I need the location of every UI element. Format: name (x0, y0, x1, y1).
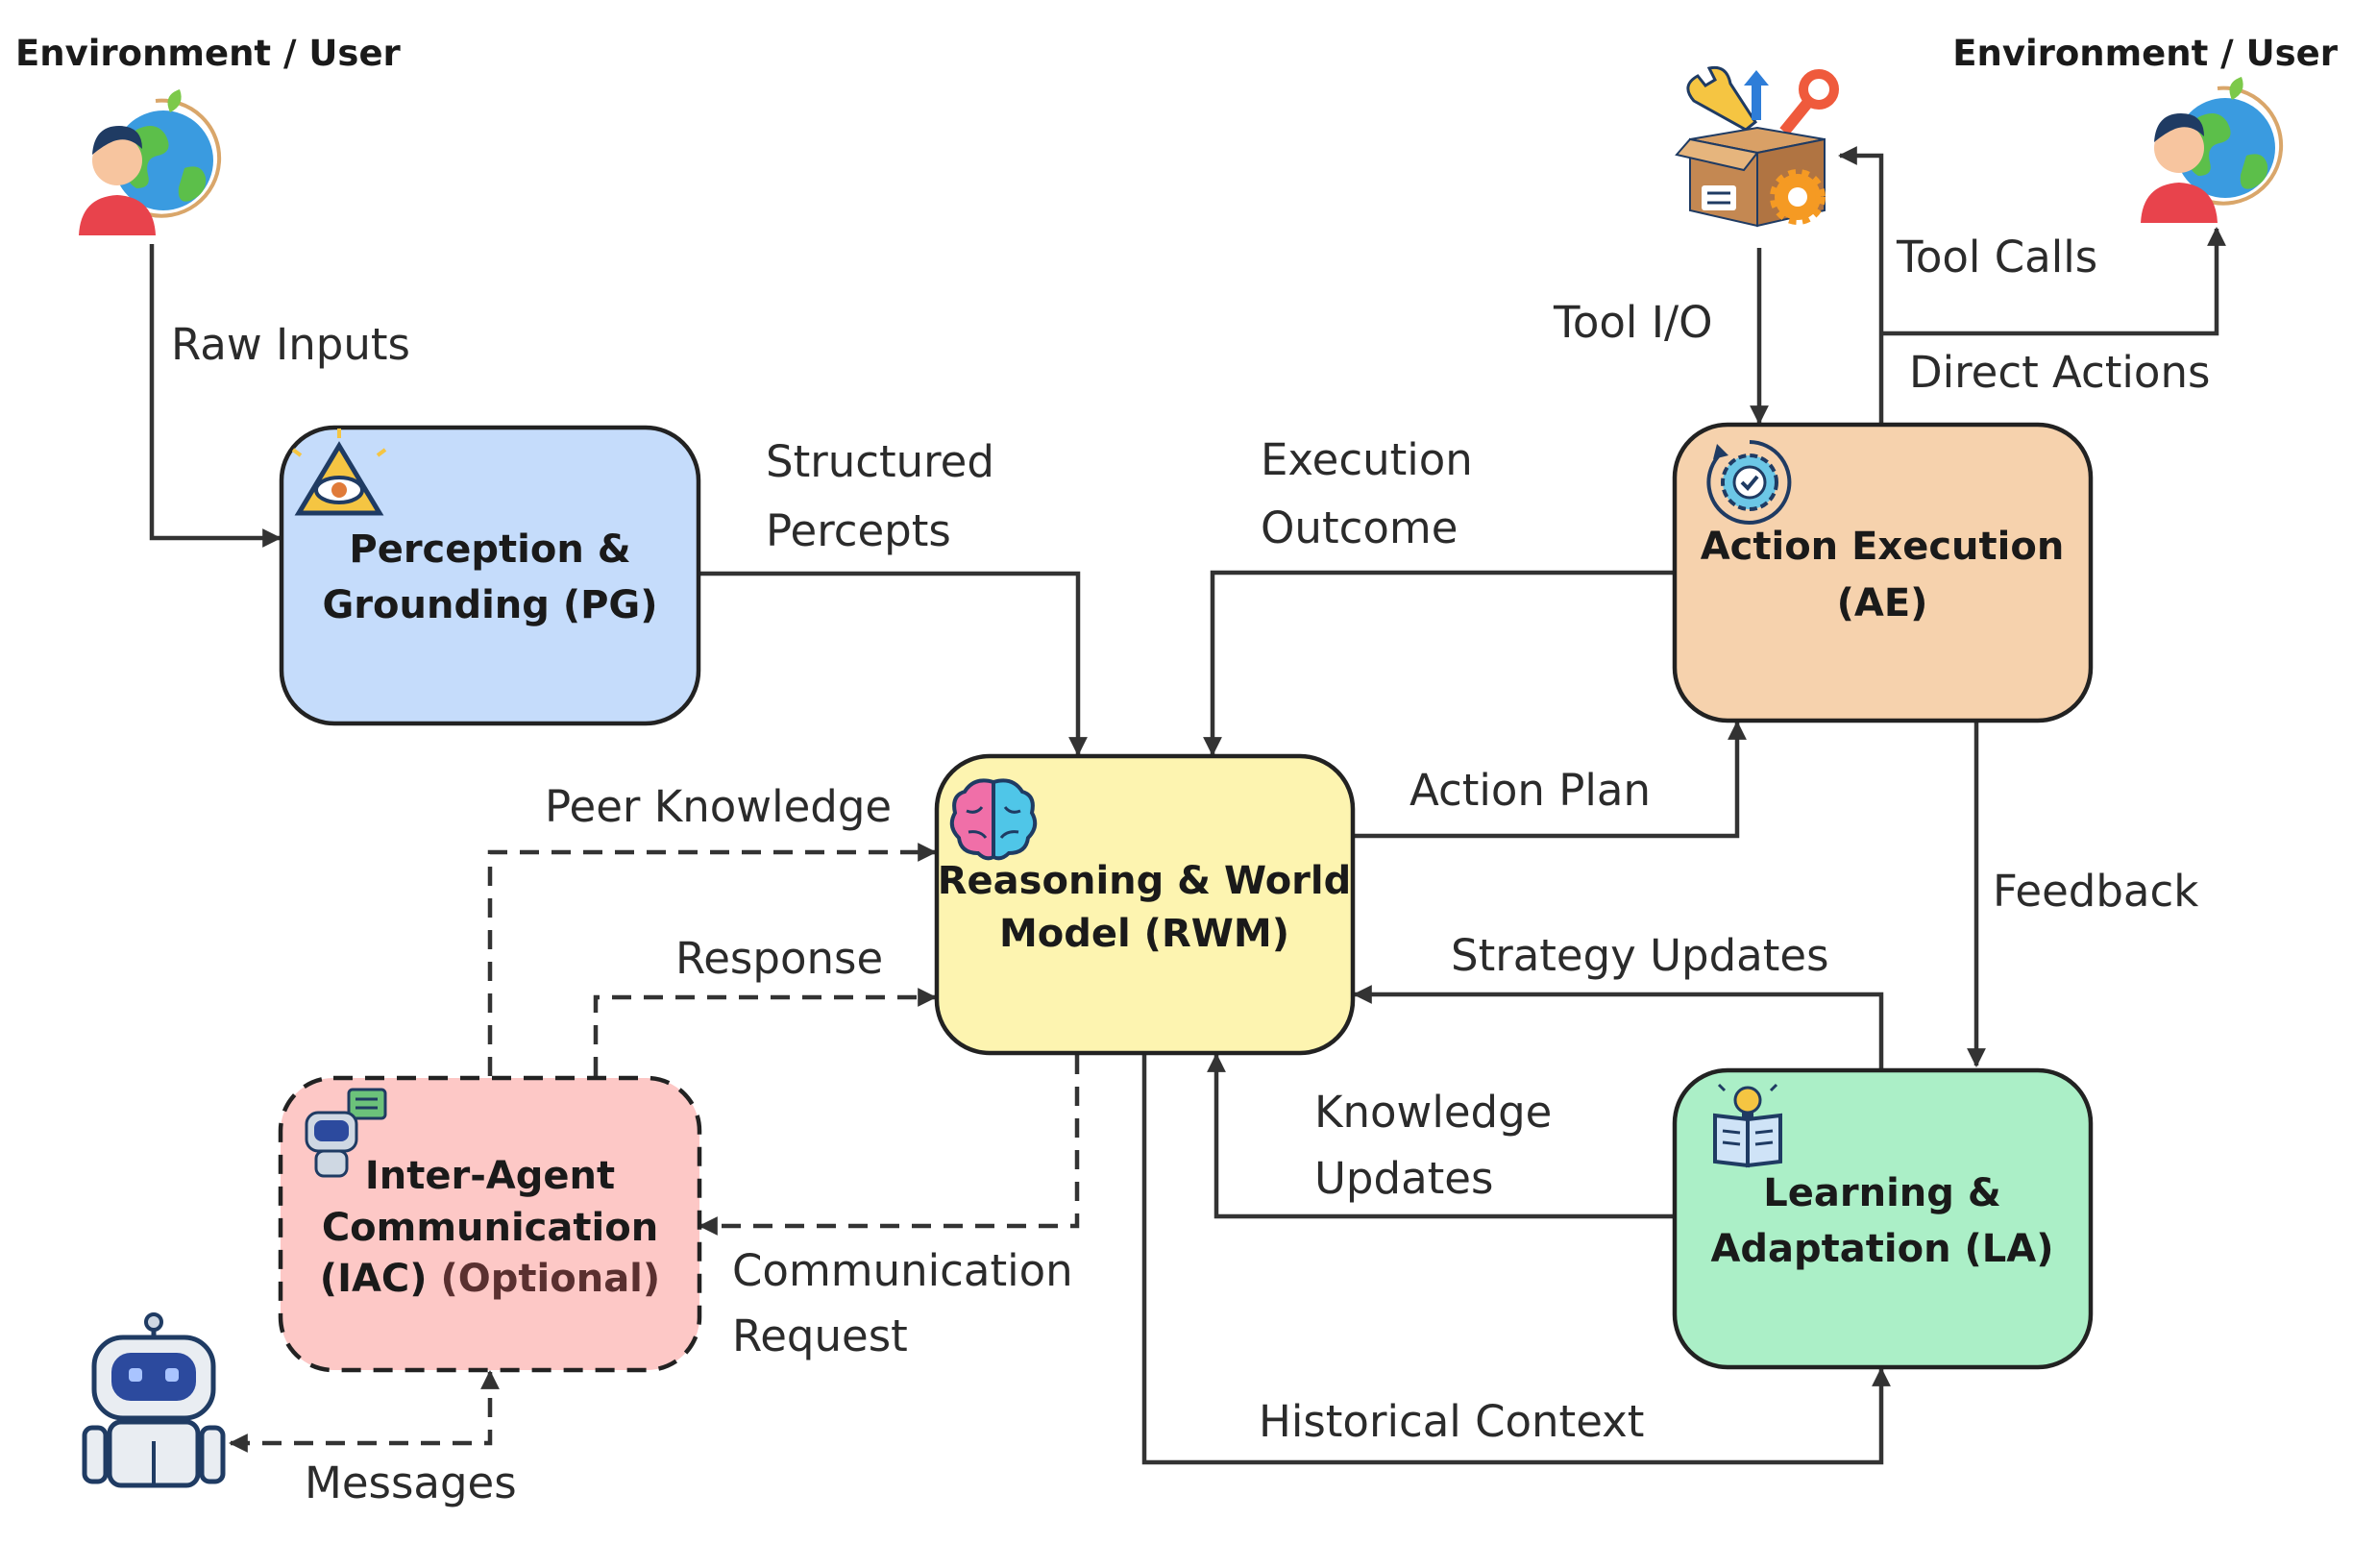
node-action-execution[interactable]: Action Execution (AE) (1672, 422, 2094, 723)
label-communication-request-2: Request (732, 1311, 908, 1361)
person-globe-icon (77, 87, 222, 237)
env-label-right: Environment / User (1952, 33, 2339, 74)
label-action-plan: Action Plan (1409, 765, 1651, 816)
node-pg-title-2: Grounding (PG) (322, 583, 657, 627)
node-iac-title-2: Communication (322, 1206, 658, 1250)
label-structured-percepts-1: Structured (766, 436, 994, 487)
node-pg-box (279, 425, 701, 726)
edge-raw-inputs (149, 244, 282, 548)
node-iac-title-3: (IAC) (Optional) (320, 1257, 660, 1301)
robot-icon (82, 1312, 226, 1488)
gear-check-icon (1706, 440, 1792, 525)
label-execution-outcome-1: Execution (1261, 434, 1473, 485)
node-inter-agent-communication[interactable]: Inter-Agent Communication (IAC) (Optiona… (278, 1075, 702, 1373)
robot-chat-icon (305, 1088, 387, 1178)
node-la-box (1672, 1067, 2094, 1370)
edge-peer-knowledge (487, 843, 937, 1076)
eye-triangle-icon (291, 429, 387, 516)
label-historical-context: Historical Context (1259, 1396, 1644, 1447)
edge-strategy-updates (1353, 985, 1884, 1068)
label-tool-io: Tool I/O (1553, 297, 1713, 348)
node-rwm-title-1: Reasoning & World (938, 859, 1352, 903)
node-perception-grounding[interactable]: Perception & Grounding (PG) (279, 425, 701, 726)
node-learning-adaptation[interactable]: Learning & Adaptation (LA) (1672, 1067, 2094, 1370)
label-raw-inputs: Raw Inputs (171, 319, 410, 370)
label-structured-percepts-2: Percepts (766, 505, 951, 556)
edge-direct-actions (1881, 227, 2226, 336)
node-rwm-title-2: Model (RWM) (999, 912, 1289, 956)
label-knowledge-updates-2: Updates (1314, 1153, 1493, 1204)
edge-structured-percepts (699, 571, 1088, 756)
node-ae-box (1672, 422, 2094, 723)
edge-messages (229, 1370, 500, 1453)
label-communication-request-1: Communication (732, 1245, 1073, 1296)
node-la-title-2: Adaptation (LA) (1710, 1227, 2053, 1271)
label-messages: Messages (305, 1458, 517, 1508)
edge-response (593, 988, 937, 1076)
node-reasoning-world-model[interactable]: Reasoning & World Model (RWM) (934, 753, 1356, 1056)
edge-historical-context (1141, 1055, 1891, 1465)
node-ae-title-1: Action Execution (1701, 525, 2065, 569)
node-iac-title-3a: (IAC) (320, 1257, 441, 1301)
label-strategy-updates: Strategy Updates (1451, 930, 1829, 981)
label-knowledge-updates-1: Knowledge (1314, 1087, 1552, 1138)
brain-icon (949, 778, 1038, 861)
edge-communication-request (699, 1055, 1080, 1236)
node-rwm-box (934, 753, 1356, 1056)
label-direct-actions: Direct Actions (1909, 347, 2210, 398)
node-iac-optional: (Optional) (440, 1257, 660, 1301)
label-tool-calls: Tool Calls (1896, 232, 2097, 282)
node-ae-title-2: (AE) (1837, 581, 1928, 625)
edge-action-plan (1353, 721, 1747, 839)
edge-tool-calls (1838, 146, 1884, 423)
edge-knowledge-updates (1207, 1053, 1673, 1219)
label-execution-outcome-2: Outcome (1261, 502, 1458, 553)
label-peer-knowledge: Peer Knowledge (545, 781, 892, 832)
toolbox-icon (1675, 65, 1839, 228)
env-label-left: Environment / User (15, 33, 402, 74)
person-globe-icon (2139, 75, 2284, 225)
label-response: Response (675, 933, 883, 984)
node-iac-title-1: Inter-Agent (365, 1154, 615, 1198)
label-feedback: Feedback (1993, 866, 2198, 917)
node-la-title-1: Learning & (1763, 1171, 2000, 1215)
node-pg-title-1: Perception & (349, 527, 630, 572)
edge-execution-outcome (1203, 570, 1673, 756)
node-iac-box (278, 1075, 702, 1373)
book-lightbulb-icon (1713, 1083, 1782, 1168)
